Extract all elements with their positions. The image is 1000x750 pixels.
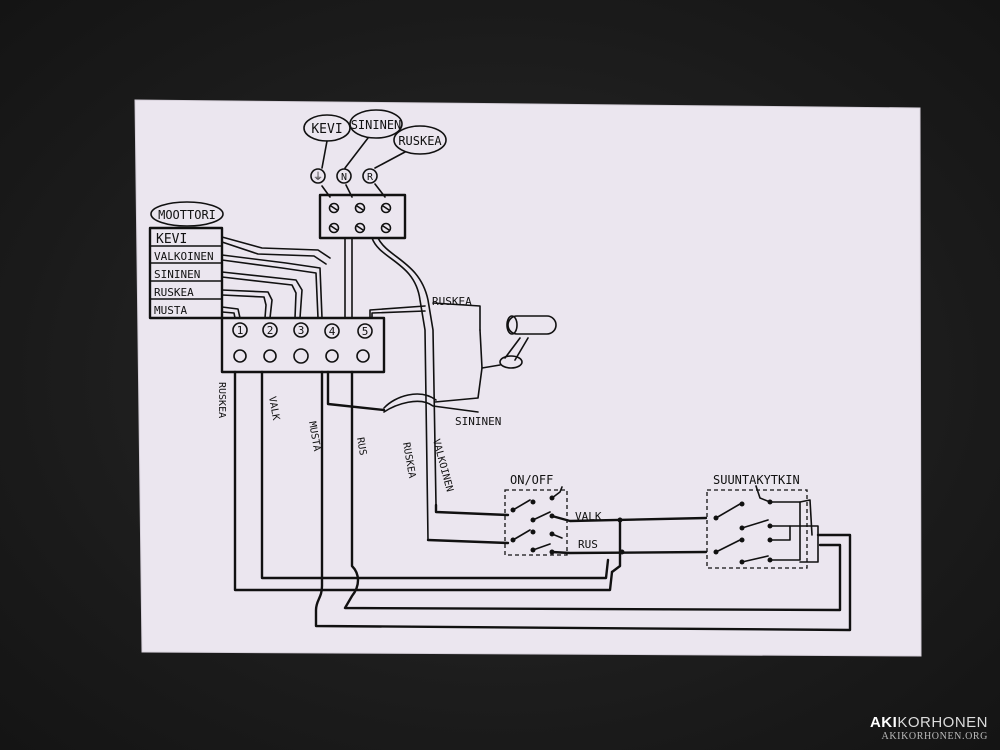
vlabel-ruskea: RUSKEA (216, 382, 227, 418)
tag-kevi: KEVI (311, 122, 342, 137)
top-block-wires (344, 237, 481, 541)
tag-ruskea: RUSKEA (398, 134, 442, 148)
wire-tag-sininen: SININEN (154, 268, 200, 281)
label-sininen-lower: SININEN (455, 415, 501, 428)
vertical-wires (233, 370, 852, 632)
motor-wires (221, 236, 331, 319)
suuntakytkin-label: SUUNTAKYTKIN (713, 473, 800, 487)
terminal-2: 2 (267, 324, 274, 337)
paper-sheet (135, 100, 921, 656)
tag-sininen: SININEN (351, 118, 402, 132)
terminal-1: 1 (237, 324, 244, 337)
terminal-3: 3 (298, 324, 305, 337)
direction-switch: SUUNTAKYTKIN (706, 473, 819, 569)
watermark-brand-bold: AKI (869, 714, 898, 731)
onoff-label: ON/OFF (510, 473, 553, 487)
label-ruskea-upper: RUSKEA (432, 295, 472, 308)
wire-tag-ruskea: RUSKEA (154, 286, 194, 299)
watermark-url: AKIKORHONEN.ORG (881, 731, 988, 742)
vlabel-musta: MUSTA (306, 421, 322, 453)
watermark: AKIKORHONEN AKIKORHONEN.ORG (870, 715, 988, 742)
top-tags: KEVI SININEN RUSKEA (303, 109, 447, 169)
terminal-r: R (367, 172, 374, 183)
wire-tag-kevi: KEVI (156, 232, 187, 247)
wire-tag-valkoinen: VALKOINEN (154, 250, 214, 263)
wire-tag-musta: MUSTA (154, 304, 187, 317)
watermark-brand-rest: KORHONEN (897, 714, 988, 731)
terminal-earth: ⏚ (313, 171, 323, 183)
terminal-4: 4 (329, 325, 336, 338)
capacitor (434, 315, 557, 403)
vlabel-valk: VALK (266, 396, 281, 422)
moottori-label: MOOTTORI (158, 208, 216, 222)
top-terminal-block (318, 193, 407, 240)
vlabel-rus: RUS (354, 437, 368, 457)
terminal-n: N (341, 172, 347, 183)
main-terminal-block: 1 2 3 4 5 (220, 316, 386, 374)
terminal-5: 5 (362, 325, 369, 338)
label-rus: RUS (578, 538, 598, 551)
